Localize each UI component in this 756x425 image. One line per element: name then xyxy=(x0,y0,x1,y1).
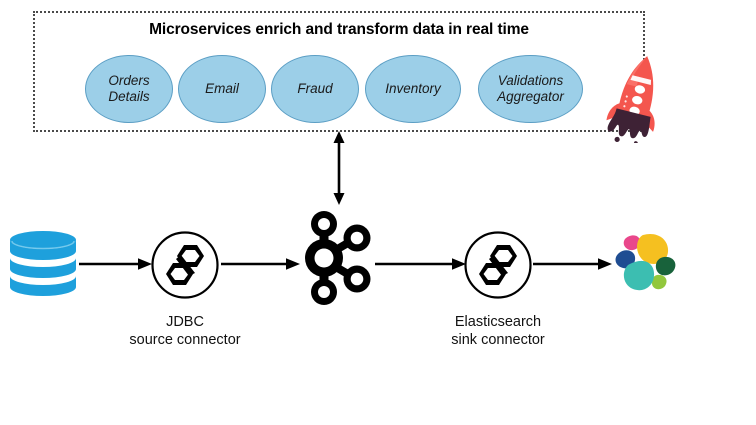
elasticsearch-sink-connector-caption: Elasticsearch sink connector xyxy=(388,313,608,349)
kafka-logo-icon[interactable] xyxy=(299,206,377,310)
arrow-jdbc-to-kafka-icon xyxy=(221,258,300,270)
jdbc-source-connector-caption: JDBC source connector xyxy=(75,313,295,349)
elastic-logo-icon[interactable] xyxy=(607,229,679,295)
microservices-panel: Microservices enrich and transform data … xyxy=(33,11,655,143)
arrow-es-to-elastic-icon xyxy=(533,258,612,270)
caption-line1: Elasticsearch xyxy=(454,314,542,330)
service-label-line1: Email xyxy=(205,81,239,97)
service-node-validations-aggregator[interactable]: Validations Aggregator xyxy=(478,55,583,123)
service-label: Fraud xyxy=(294,81,335,97)
caption-line2: source connector xyxy=(129,332,241,349)
service-label-line1: Inventory xyxy=(385,81,441,97)
rocket-icon xyxy=(606,56,655,143)
service-node-email[interactable]: Email xyxy=(178,55,266,123)
service-label: Inventory xyxy=(382,81,444,97)
arrow-db-to-jdbc-icon xyxy=(79,258,152,270)
service-label-line2: Aggregator xyxy=(497,89,564,104)
service-label-line1: Orders xyxy=(108,73,150,89)
service-label-line1: Validations xyxy=(497,73,564,89)
caption-line2: sink connector xyxy=(451,332,545,349)
service-label-line2: Details xyxy=(108,89,150,104)
service-label-line1: Fraud xyxy=(297,81,333,97)
caption-line1: JDBC xyxy=(166,314,204,330)
arrow-kafka-to-microservices-icon xyxy=(333,131,345,205)
service-node-fraud[interactable]: Fraud xyxy=(271,55,359,123)
arrow-kafka-to-es-icon xyxy=(375,258,466,270)
panel-title: Microservices enrich and transform data … xyxy=(149,21,529,38)
elasticsearch-sink-connector-icon[interactable] xyxy=(463,230,533,300)
service-label: Orders Details xyxy=(105,73,152,104)
jdbc-source-connector-icon[interactable] xyxy=(150,230,220,300)
service-label: Email xyxy=(202,81,242,97)
database-cylinder-icon[interactable] xyxy=(6,228,80,300)
service-label: Validations Aggregator xyxy=(494,73,567,104)
service-node-orders-details[interactable]: Orders Details xyxy=(85,55,173,123)
service-node-inventory[interactable]: Inventory xyxy=(365,55,461,123)
